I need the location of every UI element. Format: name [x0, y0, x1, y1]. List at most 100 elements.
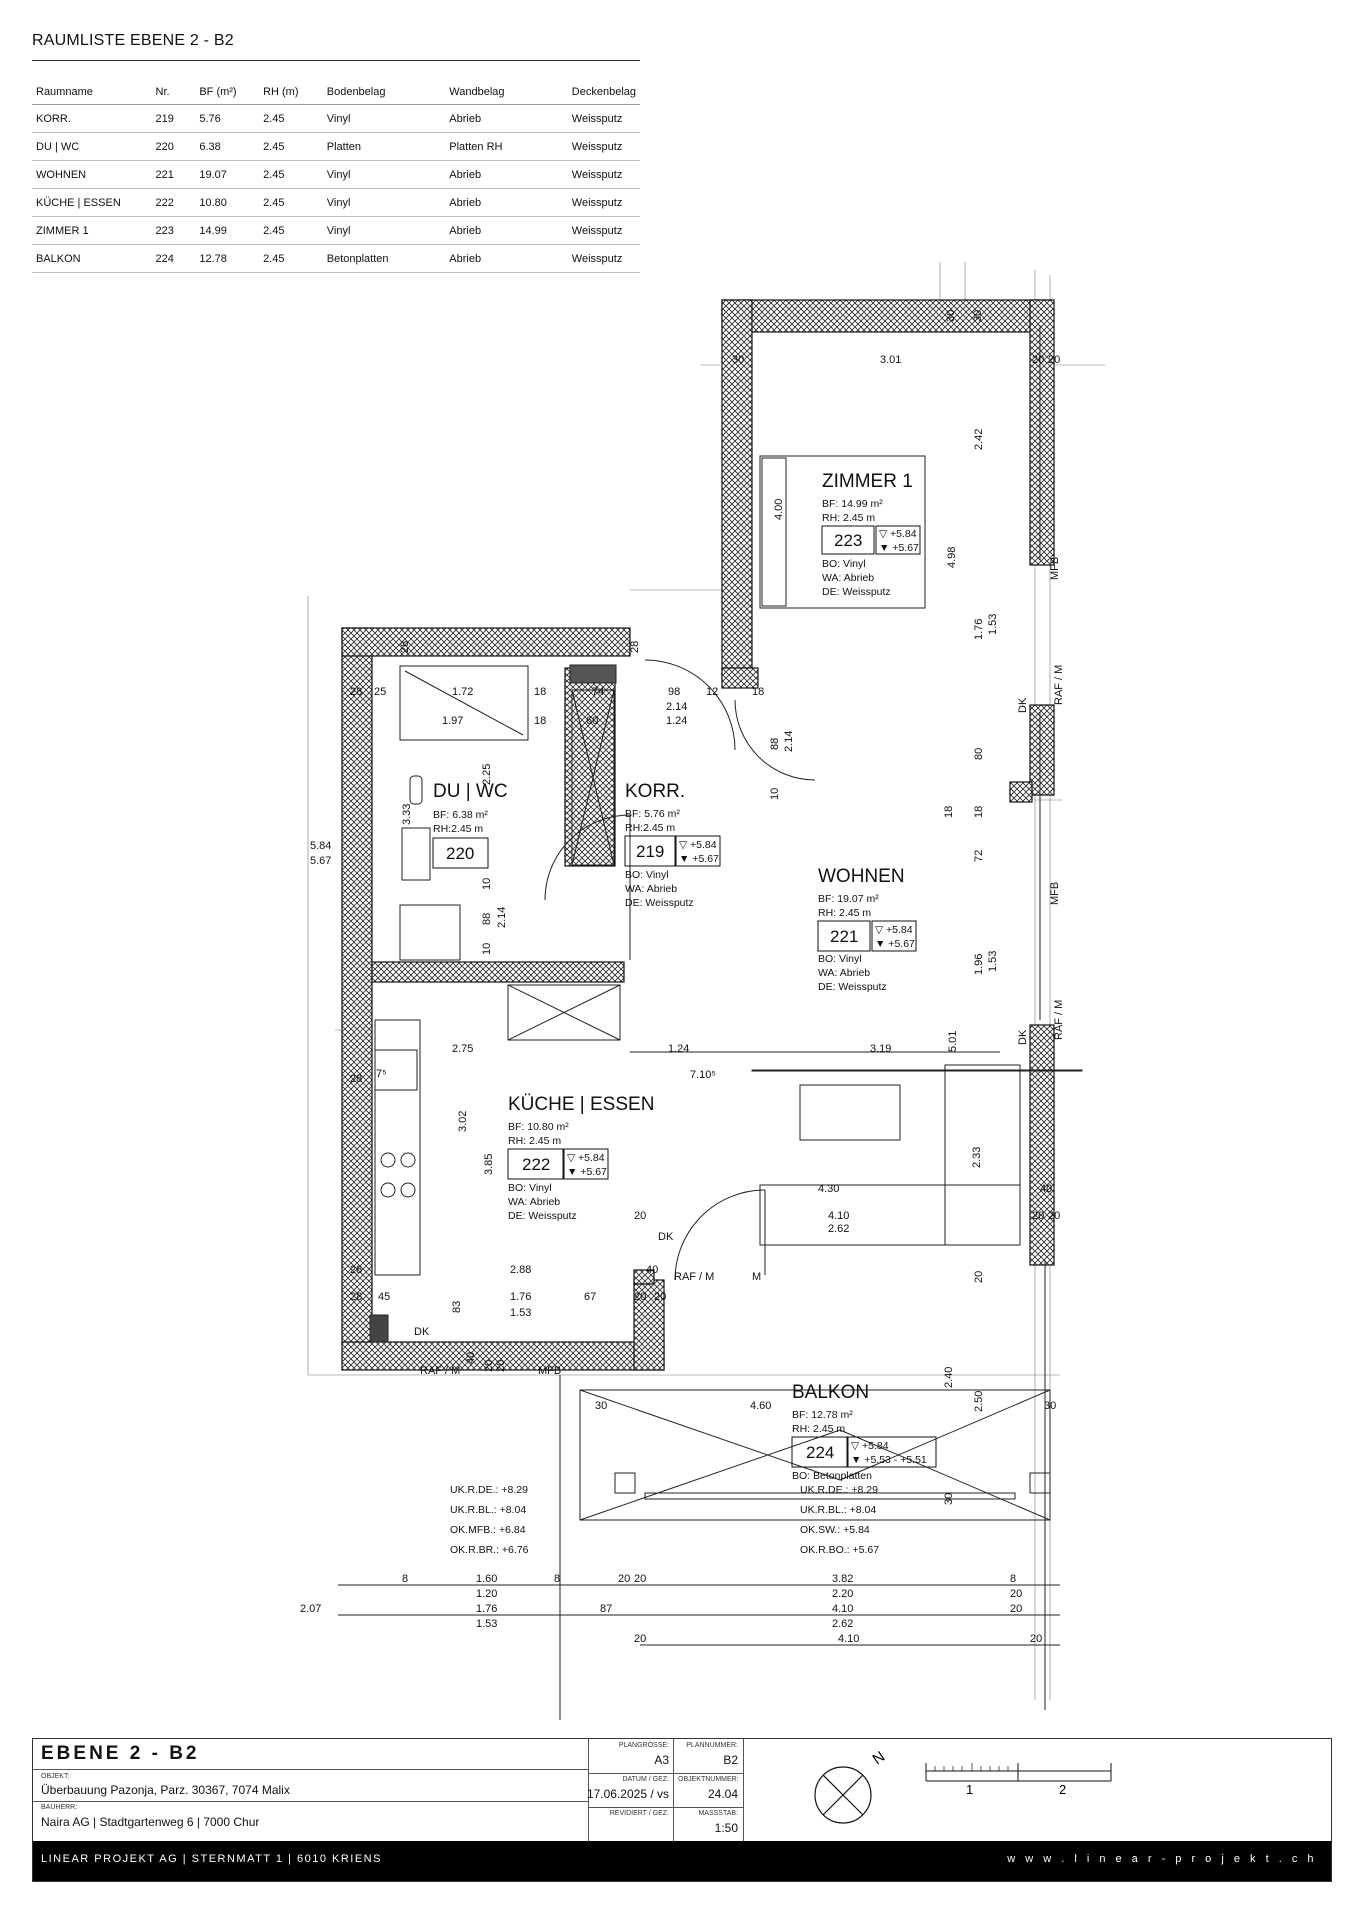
room-bf: BF: 19.07 m² — [818, 893, 879, 905]
room-bf: BF: 14.99 m² — [822, 498, 883, 510]
dim-label: 2.62 — [828, 1223, 849, 1235]
dim-label: 8 — [554, 1573, 560, 1585]
level-note: OK.R.BR.: +6.76 — [450, 1544, 529, 1556]
dim-label: 2.75 — [452, 1043, 473, 1055]
level-bottom: ▼ +5.53 - +5.51 — [851, 1454, 927, 1466]
room-cell: Abrieb — [445, 188, 568, 217]
level-top: ▽ +5.84 — [875, 924, 913, 936]
room-name: WOHNEN — [818, 866, 905, 887]
level-note: UK.R.DE.: +8.29 — [450, 1484, 528, 1496]
dim-label: 20 — [1048, 1210, 1060, 1222]
dim-label: 1.53 — [987, 951, 999, 972]
room-cell: Abrieb — [445, 216, 568, 245]
level-note: UK.R.BL.: +8.04 — [450, 1504, 526, 1516]
dim-label: 72 — [973, 850, 985, 862]
room-de: DE: Weissputz — [818, 981, 887, 993]
room-bf: BF: 12.78 m² — [792, 1409, 853, 1421]
massstab-value: 1:50 — [714, 1821, 738, 1835]
room-cell: 12.78 — [195, 244, 260, 273]
dim-label: 4.30 — [818, 1183, 839, 1195]
room-cell: KÜCHE | ESSEN — [32, 188, 152, 217]
dim-label: 30 — [732, 354, 744, 366]
room-cell: Weissputz — [567, 216, 640, 245]
level-bottom: ▼ +5.67 — [879, 542, 919, 554]
window-label-raf: RAF / M — [1053, 1000, 1065, 1040]
dim-label: 20 — [495, 1360, 507, 1372]
dim-label: 2.40 — [943, 1367, 955, 1388]
dim-label: 20 — [973, 1271, 985, 1283]
room-bo: BO: Vinyl — [625, 869, 669, 881]
room-number: 219 — [636, 842, 664, 861]
bauherr-value: Naira AG | Stadtgartenweg 6 | 7000 Chur — [41, 1815, 260, 1829]
dim-label: 1.53 — [987, 614, 999, 635]
dim-label: 30 — [972, 310, 984, 322]
window-label-dk: DK — [1017, 697, 1029, 713]
room-cell: 220 — [151, 132, 196, 161]
dim-label: 20 — [634, 1573, 646, 1585]
room-cell: Weissputz — [567, 132, 640, 161]
window-label-mfb: MFB — [1049, 882, 1061, 905]
dim-label: 1.24 — [668, 1043, 689, 1055]
divider — [588, 1773, 743, 1774]
dim-label: 3.19 — [870, 1043, 891, 1055]
dim-label: 4.10 — [838, 1633, 859, 1645]
dim-label: 30 — [945, 310, 957, 322]
plannummer-value: B2 — [723, 1753, 738, 1767]
dim-label: 20 — [618, 1573, 630, 1585]
dim-label: 1.24 — [666, 715, 687, 727]
divider — [588, 1807, 743, 1808]
dim-label: 8 — [402, 1573, 408, 1585]
dim-label: 20 — [634, 1291, 646, 1303]
room-cell: Vinyl — [322, 188, 446, 217]
level-bottom: ▼ +5.67 — [875, 938, 915, 950]
datum-label: DATUM / GEZ: — [622, 1776, 669, 1783]
room-cell: 223 — [151, 216, 196, 245]
dim-label: 20 — [1010, 1603, 1022, 1615]
room-bf: BF: 10.80 m² — [508, 1121, 569, 1133]
dim-label: 28 — [350, 686, 362, 698]
level-top: ▽ +5.84 — [679, 839, 717, 851]
room-bf: BF: 6.38 m² — [433, 809, 488, 821]
side-level-top: 5.84 — [310, 840, 331, 852]
dim-label: 20 — [483, 1360, 495, 1372]
room-cell: BALKON — [32, 244, 152, 273]
north-arrow-icon: N — [814, 1748, 888, 1824]
dim-label: 30 — [943, 1493, 955, 1505]
col-bodenbelag: Bodenbelag — [322, 80, 446, 105]
dim-label: 1.60 — [476, 1573, 497, 1585]
dim-label: 1.76 — [476, 1603, 497, 1615]
room-bo: BO: Betonplatten — [792, 1470, 872, 1482]
room-cell: 6.38 — [195, 132, 260, 161]
room-cell: Weissputz — [567, 104, 640, 133]
dimension-labels: 3.01 30 30 30 20 20 2.42 4.00 4.98 1.76 … — [300, 310, 1060, 1645]
room-name: KORR. — [625, 781, 685, 802]
dim-label: 10 — [481, 943, 493, 955]
room-cell: 2.45 — [259, 188, 323, 217]
objektnummer-value: 24.04 — [707, 1787, 738, 1801]
revidiert-label: REVIDIERT / GEZ: — [609, 1810, 669, 1817]
room-bf: BF: 5.76 m² — [625, 808, 680, 820]
dim-label: 28 — [350, 1264, 362, 1276]
dim-label: 2.33 — [971, 1147, 983, 1168]
window-label-dk: DK — [658, 1231, 674, 1243]
dim-label: 18 — [973, 806, 985, 818]
room-cell: Vinyl — [322, 216, 446, 245]
dim-label: 1.76 — [973, 619, 985, 640]
dim-label: 18 — [534, 686, 546, 698]
dim-label: 40 — [1040, 1183, 1052, 1195]
room-bo: BO: Vinyl — [818, 953, 862, 965]
dim-label: 67 — [584, 1291, 596, 1303]
room-list-title: RAUMLISTE EBENE 2 - B2 — [32, 32, 234, 49]
website-link[interactable]: w w w . l i n e a r - p r o j e k t . c … — [1007, 1853, 1317, 1865]
dim-label: 1.20 — [476, 1588, 497, 1600]
room-cell: Weissputz — [567, 188, 640, 217]
level-note: UK.R.BL.: +8.04 — [800, 1504, 876, 1516]
dim-label: 5.01 — [947, 1031, 959, 1052]
room-cell: 222 — [151, 188, 196, 217]
room-wa: WA: Abrieb — [818, 967, 870, 979]
dim-label: 4.98 — [946, 547, 958, 568]
room-number: 223 — [834, 531, 862, 550]
dim-label: 40 — [646, 1264, 658, 1276]
